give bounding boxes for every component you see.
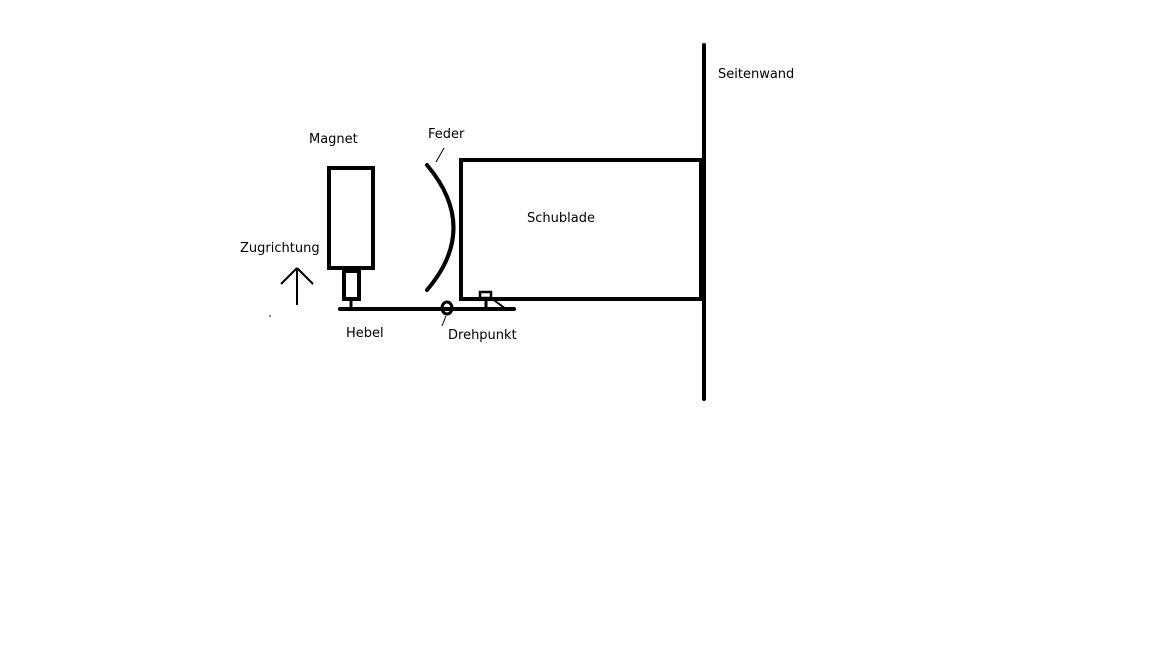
latch-hook [478, 290, 493, 300]
spring-label: Feder [428, 127, 465, 142]
magnet-plunger [342, 269, 361, 301]
up-arrow-icon [280, 267, 314, 305]
spring-curve [425, 163, 456, 292]
pivot-label-leader [441, 315, 447, 327]
magnet-label: Magnet [309, 132, 358, 147]
pivot-point [440, 300, 454, 316]
stray-dot [269, 315, 271, 317]
spring-label-leader [435, 147, 445, 163]
drawer-box [459, 158, 703, 301]
side-wall-label: Seitenwand [718, 67, 795, 82]
lever-label: Hebel [346, 326, 384, 341]
pull-direction-label: Zugrichtung [240, 241, 320, 256]
pivot-label: Drehpunkt [448, 328, 517, 343]
latch-hook-ramp [490, 297, 507, 310]
drawer-label: Schublade [527, 211, 595, 226]
magnet-body [327, 166, 375, 270]
